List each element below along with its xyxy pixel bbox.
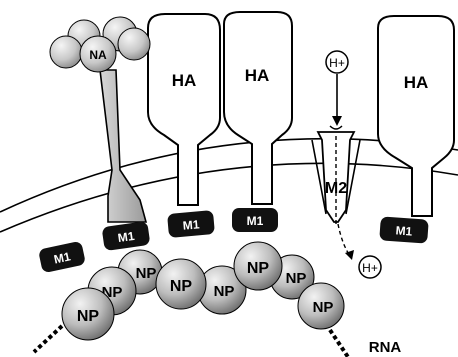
- np-bead: NP: [298, 283, 344, 329]
- np-label: NP: [247, 260, 270, 277]
- proton-outside: H+: [326, 51, 348, 126]
- m1-label: M1: [247, 214, 264, 228]
- np-label: NP: [170, 278, 193, 295]
- m1-protein: M1: [38, 241, 86, 274]
- m1-protein: M1: [379, 216, 429, 243]
- na-head-sphere: [50, 36, 82, 68]
- m1-protein: M1: [232, 208, 278, 232]
- na-head-sphere: [118, 28, 150, 60]
- proton-outflow-arrow: [338, 224, 350, 256]
- ha-spike-1: [148, 14, 220, 205]
- na-stalk: [100, 70, 146, 222]
- rna-label: RNA: [369, 339, 402, 356]
- proton-outside-label: H+: [329, 56, 345, 70]
- arrowhead-icon: [332, 116, 342, 126]
- m2-channel: [312, 126, 360, 226]
- np-bead: NP: [156, 259, 206, 309]
- m1-label: M1: [117, 229, 136, 245]
- np-label: NP: [313, 299, 334, 316]
- proton-inside: H+: [338, 224, 381, 278]
- np-label: NP: [214, 283, 235, 300]
- ha-label-3: HA: [404, 73, 429, 92]
- m1-label: M1: [182, 217, 200, 232]
- ha-label-1: HA: [172, 71, 197, 90]
- ha-label-2: HA: [245, 66, 270, 85]
- m1-protein: M1: [102, 221, 151, 251]
- np-label: NP: [286, 270, 307, 287]
- m1-label: M1: [395, 223, 413, 238]
- arrowhead-icon: [345, 250, 354, 260]
- na-label: NA: [89, 48, 107, 62]
- proton-inside-label: H+: [362, 261, 378, 275]
- np-bead: NP: [234, 242, 282, 290]
- m2-label: M2: [325, 180, 347, 197]
- m1-protein: M1: [167, 210, 215, 238]
- ha-spike-2: [224, 12, 292, 204]
- np-bead: NP: [62, 288, 114, 340]
- ha-spike-3: [378, 16, 454, 216]
- np-chain: NP NP NP NP NP NP NP NP: [62, 242, 344, 340]
- np-label: NP: [77, 308, 100, 325]
- np-label: NP: [136, 265, 157, 282]
